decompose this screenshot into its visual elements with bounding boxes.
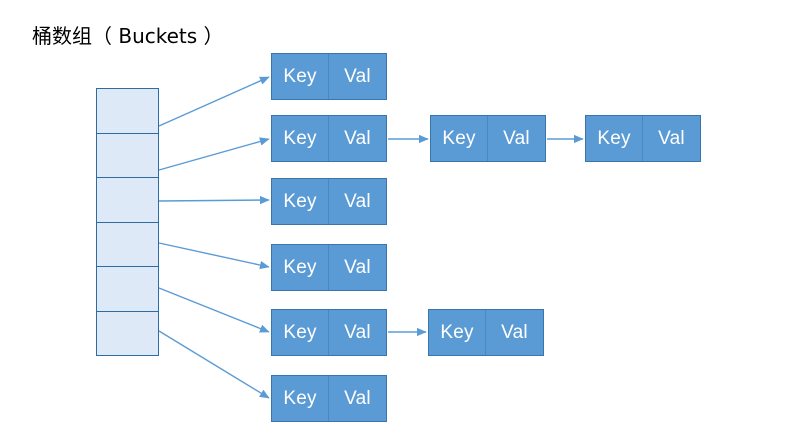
entry-value-cell: Val	[501, 321, 528, 343]
connector-bucket-cell-1-to-node-1-0	[158, 137, 270, 171]
connector-bucket-cell-5-to-node-5-0	[158, 330, 270, 399]
bucket-cell-3[interactable]	[97, 222, 158, 267]
connector-bucket-cell-4-to-node-4-0	[158, 287, 270, 333]
entry-key-cell: Key	[272, 54, 329, 99]
entry-node-1-0[interactable]: Key Val	[271, 115, 387, 162]
bucket-cell-1[interactable]	[97, 133, 158, 178]
page-title: 桶数组（ Buckets ）	[32, 24, 224, 48]
entry-node-5-0[interactable]: Key Val	[271, 375, 387, 422]
entry-value-cell: Val	[344, 65, 371, 87]
connector-bucket-cell-2-to-node-2-0	[158, 195, 270, 205]
entry-value-cell: Val	[344, 256, 371, 278]
connector-bucket-cell-0-to-node-0-0	[158, 76, 270, 127]
entry-key-cell: Key	[429, 310, 486, 355]
entry-node-1-2[interactable]: Key Val	[585, 115, 701, 162]
entry-node-3-0[interactable]: Key Val	[271, 244, 387, 291]
entry-value-cell: Val	[658, 127, 685, 149]
entry-value-cell: Val	[344, 127, 371, 149]
entry-value-cell: Val	[344, 387, 371, 409]
bucket-cell-2[interactable]	[97, 178, 158, 223]
entry-node-2-0[interactable]: Key Val	[271, 178, 387, 225]
entry-node-4-1[interactable]: Key Val	[428, 309, 544, 356]
bucket-cell-5[interactable]	[97, 311, 158, 355]
entry-value-cell: Val	[503, 127, 530, 149]
entry-key-cell: Key	[272, 376, 329, 421]
entry-key-cell: Key	[586, 116, 643, 161]
entry-value-cell: Val	[344, 190, 371, 212]
bucket-cell-4[interactable]	[97, 267, 158, 312]
entry-key-cell: Key	[272, 116, 329, 161]
entry-key-cell: Key	[431, 116, 488, 161]
connector-bucket-cell-3-to-node-3-0	[158, 242, 270, 270]
entry-key-cell: Key	[272, 179, 329, 224]
entry-value-cell: Val	[344, 321, 371, 343]
entry-node-4-0[interactable]: Key Val	[271, 309, 387, 356]
bucket-array	[96, 88, 159, 356]
bucket-cell-0[interactable]	[97, 89, 158, 134]
entry-key-cell: Key	[272, 310, 329, 355]
entry-node-1-1[interactable]: Key Val	[430, 115, 546, 162]
entry-key-cell: Key	[272, 245, 329, 290]
entry-node-0-0[interactable]: Key Val	[271, 53, 387, 100]
